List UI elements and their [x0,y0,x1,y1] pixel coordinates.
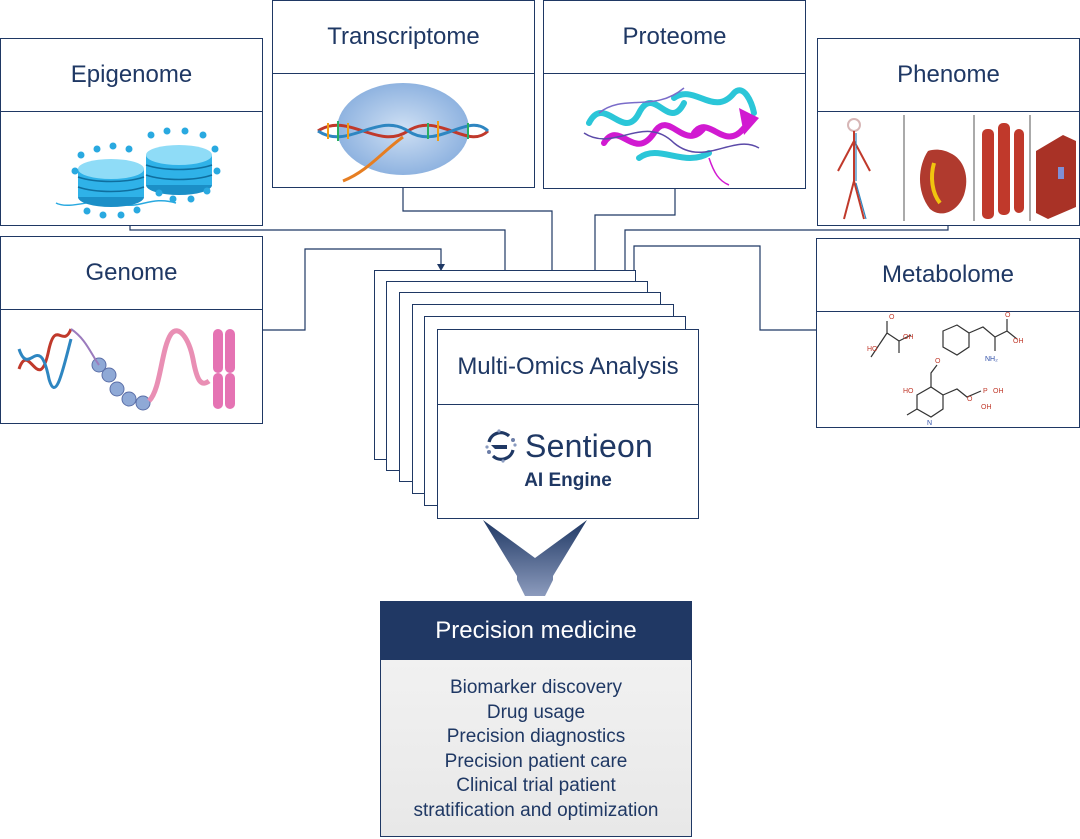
outcome-item: stratification and optimization [413,799,659,821]
outcome-item: Precision patient care [444,750,628,772]
proteome-box: Proteome [543,0,806,189]
metabolome-label: Metabolome [817,239,1079,312]
connector-epigenome [129,226,509,278]
precision-medicine-box: Precision medicine Biomarker discovery D… [380,601,692,837]
svg-text:OH: OH [993,388,1004,395]
multi-omics-analysis-card: Multi-Omics Analysis Sentieon AI Engine [437,329,699,519]
brand-row: Sentieon [438,426,698,466]
phenome-label: Phenome [818,39,1079,112]
connector-proteome [591,189,676,306]
down-arrow-icon [483,520,587,596]
phenome-anatomy-illustration [818,111,1079,225]
metabolome-box: Metabolome HO OH O NH₂ OH O HO O O [816,238,1080,428]
dna-chromosome-illustration [1,309,262,423]
transcriptome-label: Transcriptome [273,1,534,74]
svg-text:O: O [889,314,895,321]
connector-transcriptome [402,188,556,293]
phenome-box: Phenome [817,38,1080,226]
outcome-list: Biomarker discovery Drug usage Precision… [381,676,691,824]
engine-label: AI Engine [524,470,612,491]
outcome-item: Precision diagnostics [446,726,626,748]
svg-text:OH: OH [903,334,914,341]
transcriptome-box: Transcriptome [272,0,535,188]
sentieon-logo-icon [485,429,517,463]
svg-text:NH₂: NH₂ [985,356,998,363]
connector-genome [263,248,445,331]
outcome-item: Clinical trial patient [456,775,616,797]
epigenome-box: Epigenome [0,38,263,226]
svg-text:HO: HO [903,388,914,395]
svg-text:OH: OH [981,404,992,411]
genome-label: Genome [1,237,262,310]
outcome-item: Drug usage [486,701,586,723]
multi-omics-title: Multi-Omics Analysis [438,330,698,405]
svg-text:P: P [983,388,988,395]
metabolite-structures-illustration: HO OH O NH₂ OH O HO O O P OH OH N [817,311,1079,427]
svg-text:OH: OH [1013,338,1024,345]
proteome-label: Proteome [544,1,805,74]
svg-text:O: O [967,396,973,403]
epigenome-label: Epigenome [1,39,262,112]
brand-name: Sentieon [525,427,653,464]
genome-box: Genome [0,236,263,424]
protein-structure-illustration [544,73,805,188]
precision-medicine-title: Precision medicine [380,601,692,660]
svg-text:O: O [1005,312,1011,319]
svg-text:O: O [935,358,941,365]
nucleosome-illustration [1,111,262,225]
dna-transcription-illustration [273,73,534,187]
outcome-item: Biomarker discovery [449,677,623,698]
svg-text:HO: HO [867,346,878,353]
svg-text:N: N [927,420,932,427]
